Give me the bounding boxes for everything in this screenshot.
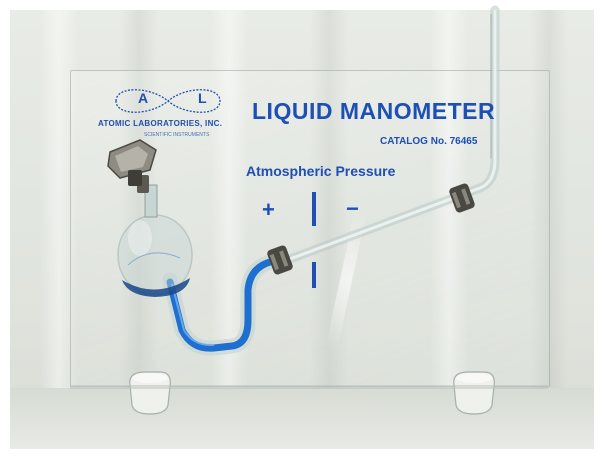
logo-company-name: ATOMIC LABORATORIES, INC.: [98, 119, 223, 128]
logo-tagline: SCIENTIFIC INSTRUMENTS: [144, 132, 210, 138]
backdrop-fold: [310, 10, 348, 449]
rubber-connector: [267, 245, 293, 275]
pressure-label: Atmospheric Pressure: [246, 163, 396, 179]
table-surface: [10, 388, 594, 449]
open-tube: [277, 5, 500, 267]
plate-shadow: [70, 385, 548, 389]
liquid-u-tube: [162, 254, 278, 356]
glass-bulb: [117, 214, 193, 297]
plus-sign: +: [262, 197, 275, 222]
backdrop-fold: [210, 10, 248, 449]
pressure-divider-line: [312, 192, 316, 288]
support-foot: [453, 371, 495, 415]
support-foot: [129, 371, 171, 415]
logo-letter-a: A: [138, 90, 149, 106]
catalog-number: CATALOG No. 76465: [380, 136, 478, 147]
backdrop-fold: [40, 10, 78, 449]
logo-symbol: [115, 89, 221, 113]
rubber-connector: [449, 183, 475, 213]
stopcock-valve: [107, 139, 157, 186]
minus-sign: −: [346, 196, 359, 221]
logo-letter-l: L: [198, 90, 207, 106]
acrylic-plate: [70, 70, 550, 387]
plate-title: LIQUID MANOMETER: [252, 98, 496, 124]
